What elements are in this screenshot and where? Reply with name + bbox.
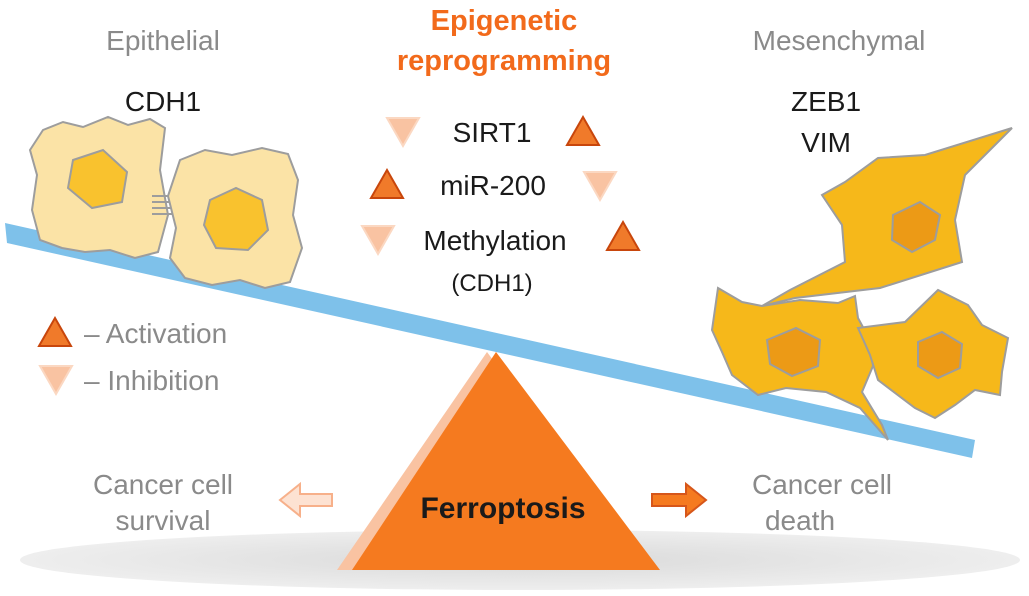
- mir200-label: miR-200: [440, 170, 546, 201]
- methylation-right-activation-icon: [605, 219, 641, 251]
- fulcrum: [337, 352, 660, 570]
- death-label-line1: Cancer cell: [752, 469, 892, 500]
- epithelial-cell-right: [166, 146, 304, 290]
- title-line2: reprogramming: [397, 45, 611, 77]
- legend-inhibition-icon: [38, 365, 74, 397]
- methylation-label: Methylation: [423, 225, 566, 256]
- legend-activation-label: – Activation: [84, 318, 227, 349]
- epithelial-label: Epithelial: [106, 25, 220, 56]
- mesenchymal-cell-bottom-left: [710, 286, 889, 441]
- title-line1: Epigenetic: [431, 5, 578, 37]
- sirt1-label: SIRT1: [453, 117, 532, 148]
- methylation-target: (CDH1): [451, 270, 532, 297]
- mesenchymal-label: Mesenchymal: [753, 25, 926, 56]
- death-arrow-icon: [651, 481, 708, 519]
- sirt1-left-inhibition-icon: [385, 117, 421, 149]
- legend-activation-icon: [37, 315, 73, 347]
- survival-label-line1: Cancer cell: [93, 469, 233, 500]
- survival-arrow-icon: [278, 481, 333, 519]
- zeb1-marker: ZEB1: [791, 86, 861, 117]
- survival-label-line2: survival: [116, 505, 211, 536]
- mesenchymal-cell-top: [761, 127, 1013, 307]
- sirt1-right-activation-icon: [565, 114, 601, 146]
- legend-inhibition-label: – Inhibition: [84, 365, 219, 396]
- mir200-right-inhibition-icon: [582, 171, 618, 203]
- mesenchymal-cell-bottom-right: [856, 288, 1010, 420]
- cdh1-marker: CDH1: [125, 86, 201, 117]
- ferroptosis-label: Ferroptosis: [420, 492, 585, 525]
- epithelial-cell-left: [28, 115, 170, 260]
- vim-marker: VIM: [801, 127, 851, 158]
- death-label-line2: death: [765, 505, 835, 536]
- mir200-left-activation-icon: [369, 167, 405, 199]
- methylation-left-inhibition-icon: [360, 225, 396, 257]
